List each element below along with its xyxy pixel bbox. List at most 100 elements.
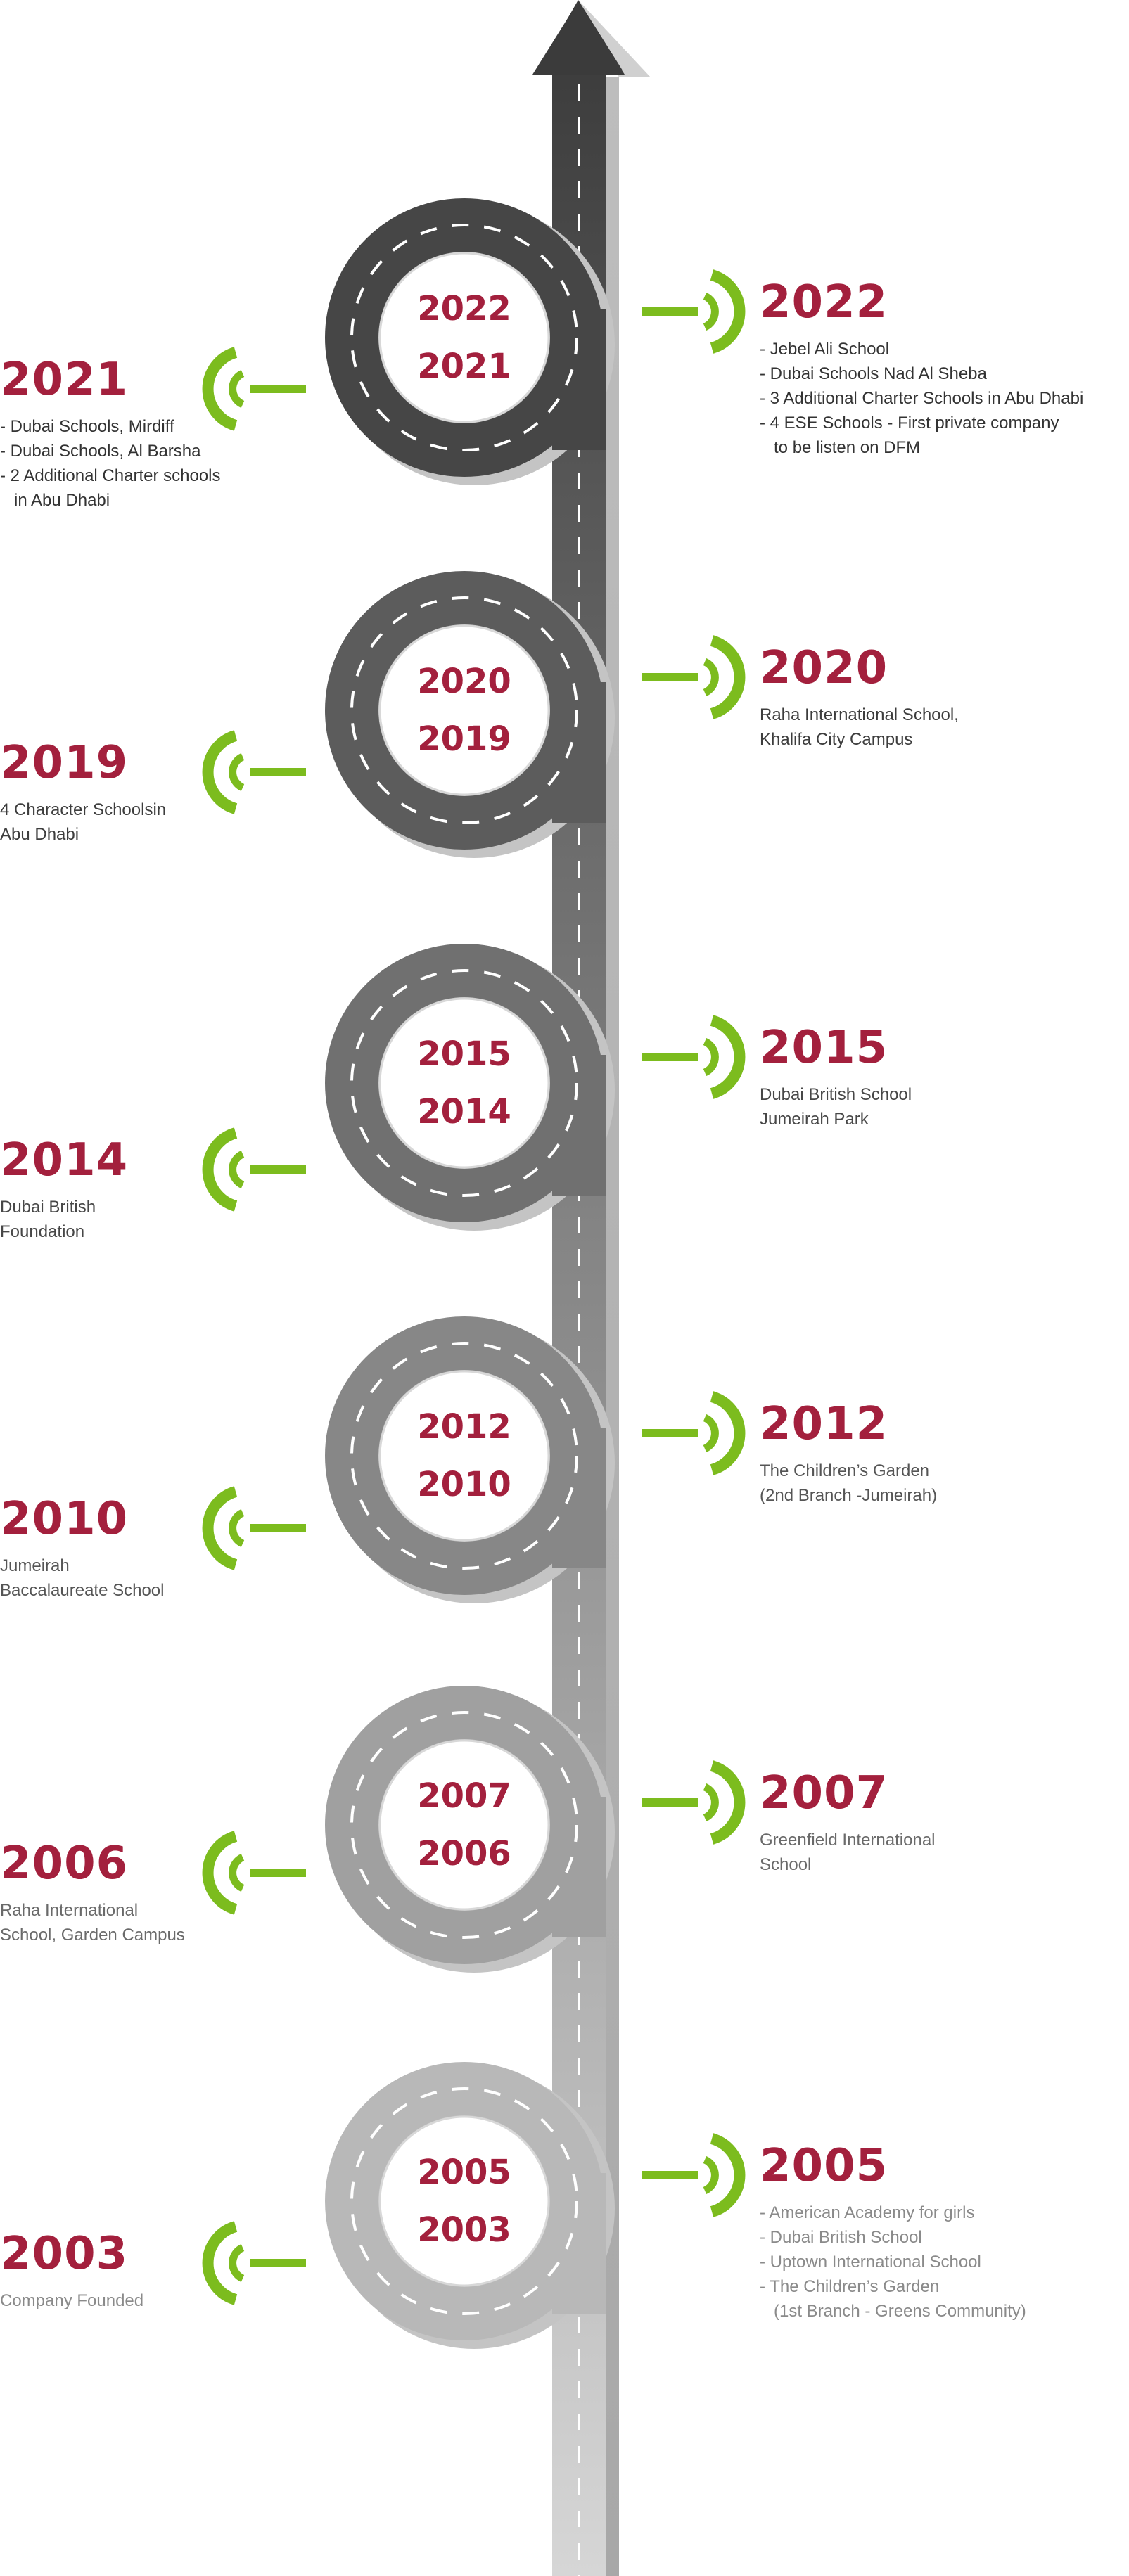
- milestone-description: - Jebel Ali School- Dubai Schools Nad Al…: [760, 337, 1083, 460]
- milestone-description: - American Academy for girls- Dubai Brit…: [760, 2200, 1026, 2324]
- milestone-line: - Dubai British School: [760, 2228, 922, 2247]
- signal-arrow-right-icon: [642, 635, 747, 719]
- milestone-year: 2020: [760, 642, 888, 694]
- road-loop-dashes: [350, 2087, 578, 2315]
- milestone-year: 2015: [760, 1022, 888, 1074]
- milestone-line: Dubai British School: [760, 1085, 912, 1104]
- loop-year-lower: 2019: [417, 719, 511, 759]
- signal-arrow-right-icon: [642, 1015, 747, 1099]
- signal-arc-outer: [710, 635, 746, 719]
- milestone-line: - 3 Additional Charter Schools in Abu Dh…: [760, 389, 1084, 408]
- signal-arc-outer: [710, 269, 746, 354]
- arrow-head-shadow: [578, 0, 651, 77]
- road-loop: [325, 944, 615, 1231]
- signal-arc-outer: [202, 730, 238, 814]
- milestone-line: - Dubai Schools, Al Barsha: [0, 442, 201, 461]
- milestone-line: Raha International: [0, 1901, 139, 1920]
- road-loop: [325, 1686, 615, 1973]
- signal-arc-inner: [229, 1853, 245, 1892]
- signal-arrow-left-icon: [200, 730, 306, 814]
- road-loop: [325, 571, 615, 858]
- road-loop-hub: [378, 252, 550, 423]
- loop-year-labels: 2020 2019: [394, 653, 535, 768]
- milestone-year: 2007: [760, 1767, 888, 1819]
- road-loop-join: [552, 682, 606, 823]
- signal-arc-outer: [202, 1486, 238, 1570]
- milestone-line: Abu Dhabi: [0, 825, 79, 844]
- loop-year-lower: 2003: [417, 2210, 511, 2250]
- milestone-line: - Uptown International School: [760, 2253, 981, 2271]
- milestone-line: Dubai British: [0, 1198, 96, 1217]
- milestone-line: - Dubai Schools Nad Al Sheba: [760, 364, 987, 383]
- signal-arrow-left-icon: [200, 1831, 306, 1915]
- signal-arc-inner: [703, 1037, 719, 1077]
- loop-year-upper: 2022: [417, 289, 511, 328]
- milestone-description: The Children’s Garden(2nd Branch -Jumeir…: [760, 1459, 937, 1508]
- milestone-line: Jumeirah Park: [760, 1110, 869, 1129]
- milestone-year: 2019: [0, 737, 129, 789]
- signal-arrow-left-icon: [200, 1486, 306, 1570]
- road-loop-dashes: [350, 224, 578, 451]
- milestone-line: Raha International School,: [760, 705, 959, 724]
- milestone-line: Khalifa City Campus: [760, 730, 913, 749]
- milestone-line: Baccalaureate School: [0, 1581, 165, 1600]
- milestone-line: - The Children’s Garden: [760, 2277, 940, 2296]
- road-loop-dashes: [350, 969, 578, 1197]
- signal-arc-inner: [229, 369, 245, 409]
- road-loop: [325, 198, 615, 485]
- milestone-line: in Abu Dhabi: [0, 491, 110, 510]
- milestone-line: Company Founded: [0, 2291, 144, 2310]
- milestone-right: 2005 - American Academy for girls- Dubai …: [760, 2141, 1026, 2324]
- signal-arc-outer: [710, 2133, 746, 2217]
- road-loop-hub: [378, 1370, 550, 1542]
- signal-arc-inner: [703, 292, 719, 331]
- milestone-year: 2005: [760, 2140, 888, 2192]
- signal-arc-outer: [202, 347, 238, 431]
- road-loop-hub: [378, 2115, 550, 2287]
- signal-arc-inner: [703, 1783, 719, 1822]
- signal-arc-outer: [202, 1127, 238, 1212]
- loop-year-labels: 2022 2021: [394, 280, 535, 395]
- signal-arc-inner: [703, 1414, 719, 1453]
- milestone-left: 2021- Dubai Schools, Mirdiff- Dubai Scho…: [0, 355, 221, 513]
- signal-arc-inner: [703, 658, 719, 697]
- milestone-year: 2014: [0, 1134, 129, 1186]
- loop-year-lower: 2014: [417, 1092, 511, 1132]
- signal-arc-inner: [229, 1508, 245, 1548]
- signal-arc-inner: [229, 2243, 245, 2283]
- milestone-line: School: [760, 1855, 812, 1874]
- milestone-right: 2022- Jebel Ali School- Dubai Schools Na…: [760, 278, 1083, 460]
- road-loop-join: [552, 1055, 606, 1196]
- loop-year-upper: 2020: [417, 662, 511, 701]
- milestone-line: Jumeirah: [0, 1556, 70, 1575]
- road-loop-dashes: [350, 1711, 578, 1939]
- arrow-head-fill: [532, 1, 625, 75]
- milestone-line: The Children’s Garden: [760, 1461, 930, 1480]
- loop-year-upper: 2005: [417, 2153, 511, 2192]
- loop-year-labels: 2005 2003: [394, 2144, 535, 2259]
- road-loop-dashes: [350, 1342, 578, 1570]
- signal-arc-outer: [710, 1015, 746, 1099]
- milestone-line: - 4 ESE Schools - First private company: [760, 414, 1059, 432]
- milestone-year: 2012: [760, 1398, 888, 1450]
- loop-year-lower: 2021: [417, 347, 511, 386]
- road-loop-join: [552, 309, 606, 450]
- milestone-line: Foundation: [0, 1222, 85, 1241]
- signal-arrow-left-icon: [200, 2221, 306, 2305]
